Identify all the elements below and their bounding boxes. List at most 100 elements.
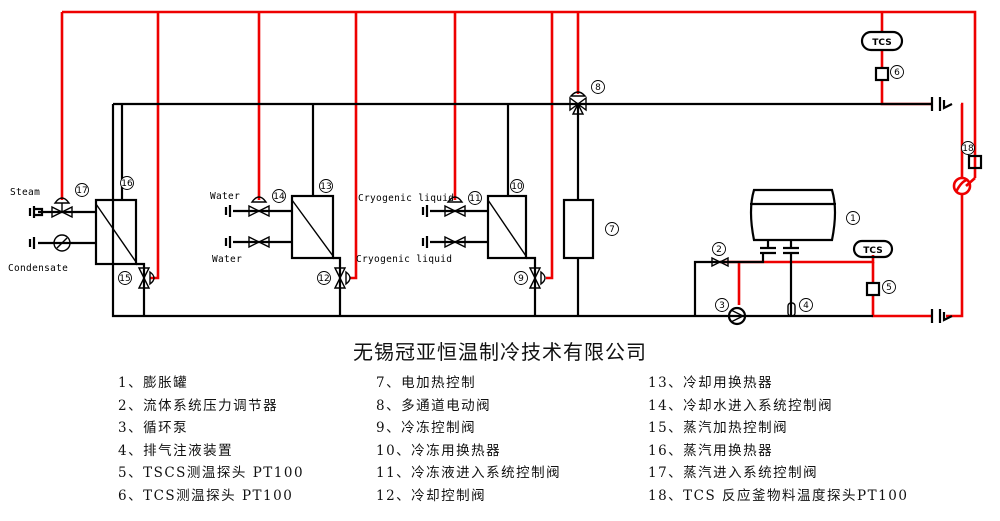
tcs-controller-top: TCS [860, 30, 904, 52]
callout-circle-11 [468, 191, 482, 205]
callout-circle-14 [272, 189, 286, 203]
legend-item: 18、TCS 反应釜物料温度探头PT100 [648, 487, 909, 504]
cooling-water-valve-icon [248, 196, 270, 218]
reactor-outlet-flange-icon [930, 97, 953, 111]
callout-number-11: 11 [469, 194, 480, 204]
callout-number-16: 16 [121, 179, 133, 189]
reactor-inlet-flange-icon [930, 309, 953, 323]
callout-number-9: 9 [518, 274, 524, 284]
callout-circle-12 [317, 271, 331, 285]
callout-circle-10 [510, 179, 524, 193]
legend-item: 4、排气注液装置 [118, 442, 234, 459]
cryo-out-label: Cryogenic liquid [356, 254, 452, 265]
legend-item: 5、TSCS测温探头 PT100 [118, 465, 305, 481]
callout-number-6: 6 [894, 68, 900, 78]
callout-circle-2 [712, 242, 726, 256]
legend-item: 1、膨胀罐 [118, 375, 189, 391]
callout-circle-5 [882, 280, 896, 294]
callout-number-12: 12 [318, 274, 329, 284]
signal-lines [60, 10, 977, 318]
legend-column-1: 1、膨胀罐 2、流体系统压力调节器 3、循环泵 4、排气注液装置 5、TSCS测… [118, 372, 304, 507]
electric-heater [562, 198, 595, 260]
steam-control-valve-icon [51, 197, 73, 219]
legend-item: 14、冷却水进入系统控制阀 [648, 397, 834, 414]
callout-circle-18 [961, 141, 975, 155]
tcs-controller-mid: TCS [852, 239, 894, 259]
callout-circle-15 [118, 271, 132, 285]
steam-heating-control-valve-icon [137, 267, 155, 289]
callout-number-7: 7 [609, 225, 615, 235]
cooling-control-valve-icon [333, 267, 351, 289]
legend-item: 10、冷冻用换热器 [376, 442, 502, 459]
callout-number-8: 8 [595, 83, 601, 93]
legend-item: 8、多通道电动阀 [376, 397, 492, 414]
cryogenic-liquid-valve-icon [444, 196, 466, 218]
legend-item: 13、冷却用换热器 [648, 375, 774, 391]
callout-circle-9 [514, 271, 528, 285]
callout-number-4: 4 [803, 301, 809, 311]
legend-item: 12、冷却控制阀 [376, 487, 487, 504]
water-in-label: Water [210, 191, 240, 202]
callout-number-13: 13 [320, 182, 331, 192]
sensor-6-icon [874, 66, 890, 82]
legend-column-2: 7、电加热控制 8、多通道电动阀 9、冷冻控制阀 10、冷冻用换热器 11、冷冻… [376, 372, 561, 507]
callout-circle-16 [120, 176, 134, 190]
callout-circle-4 [799, 298, 813, 312]
svg-text:TCS: TCS [863, 246, 882, 256]
heat-exchanger-10 [486, 194, 528, 260]
heat-exchanger-16 [94, 198, 138, 266]
legend-item: 16、蒸汽用换热器 [648, 442, 774, 459]
expansion-tank [749, 188, 837, 255]
callout-circle-1 [846, 211, 860, 225]
vent-fill-device-icon [787, 302, 796, 317]
condensate-label: Condensate [8, 263, 68, 274]
pipes [38, 102, 932, 318]
callout-number-15: 15 [119, 274, 130, 284]
callout-circle-13 [319, 179, 333, 193]
svg-text:TCS: TCS [872, 38, 891, 48]
steam-inlet-connector-icon [28, 206, 44, 218]
callout-circle-7 [605, 222, 619, 236]
callout-circle-3 [715, 298, 729, 312]
sensor-5-icon [865, 281, 881, 297]
callout-circle-6 [890, 65, 904, 79]
cryogenic-control-valve-icon [528, 267, 546, 289]
legend-item: 9、冷冻控制阀 [376, 420, 477, 436]
callout-circle-17 [75, 183, 89, 197]
company-name: 无锡冠亚恒温制冷技术有限公司 [353, 340, 647, 364]
callout-circle-8 [591, 80, 605, 94]
legend-item: 11、冷冻液进入系统控制阀 [376, 465, 562, 481]
callout-number-3: 3 [719, 301, 725, 311]
callout-number-1: 1 [850, 214, 856, 224]
legend-item: 2、流体系统压力调节器 [118, 397, 279, 414]
cryogenic-return-valve-icon [444, 235, 466, 249]
heat-exchanger-13 [290, 194, 335, 260]
cryo-inlet-connector-icon [421, 205, 429, 217]
cryo-outlet-connector-icon [421, 236, 429, 248]
legend-column-3: 13、冷却用换热器 14、冷却水进入系统控制阀 15、蒸汽加热控制阀 16、蒸汽… [648, 372, 908, 507]
water-outlet-connector-icon [224, 236, 232, 248]
steam-label: Steam [10, 187, 40, 198]
condensate-outlet-connector-icon [28, 234, 71, 252]
pressure-regulator-icon [711, 256, 729, 268]
circulation-pump-icon [727, 306, 747, 326]
legend-item: 15、蒸汽加热控制阀 [648, 420, 789, 436]
legend-item: 6、TCS测温探头 PT100 [118, 487, 294, 504]
callout-number-18: 18 [962, 144, 974, 154]
reactor-probe-icon [952, 176, 972, 196]
cryo-in-label: Cryogenic liquid [358, 193, 454, 204]
legend-item: 17、蒸汽进入系统控制阀 [648, 465, 819, 481]
water-out-label: Water [212, 254, 242, 265]
callout-number-2: 2 [716, 245, 722, 255]
sensor-18-icon [967, 154, 983, 170]
water-inlet-connector-icon [224, 205, 232, 217]
legend-item: 3、循环泵 [118, 420, 189, 436]
multichannel-valve-icon [569, 91, 587, 115]
callout-number-10: 10 [511, 182, 523, 192]
callout-number-14: 14 [273, 192, 285, 202]
process-diagram: TCS TCS Steam Condensate Water Water Cry… [8, 10, 983, 326]
callout-number-5: 5 [886, 283, 892, 293]
callout-number-17: 17 [76, 186, 87, 196]
legend-item: 7、电加热控制 [376, 375, 477, 391]
